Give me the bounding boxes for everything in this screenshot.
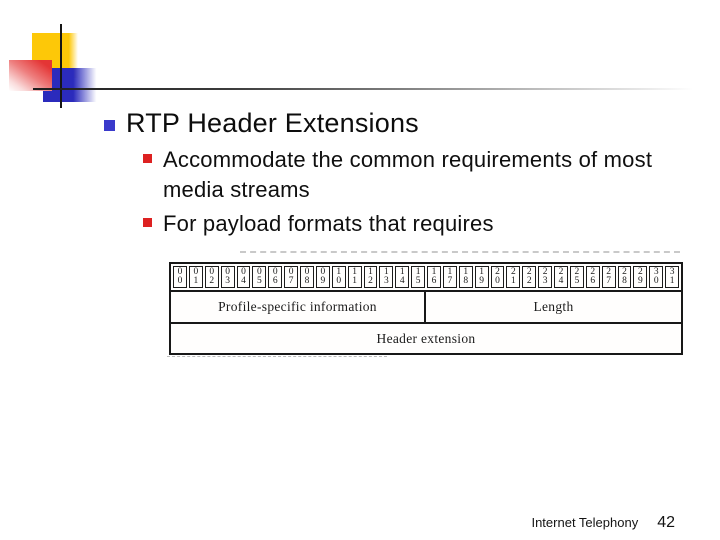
square-bullet-icon [143, 218, 152, 227]
square-bullet-icon [143, 154, 152, 163]
footer-page-number: 42 [657, 514, 675, 531]
header-rule-line [33, 88, 693, 90]
title-square-bullet-icon [104, 120, 115, 131]
scan-artifact-line-bottom [167, 356, 387, 357]
field-row: Profile-specific information Length [171, 292, 681, 324]
bullet-text: For payload formats that requires [163, 211, 494, 236]
scan-artifact-line-top [240, 251, 680, 253]
list-item: For payload formats that requires [143, 209, 652, 239]
field-length: Length [533, 299, 574, 314]
footer-label: Internet Telephony [531, 515, 639, 530]
footer: Internet Telephony 42 [531, 514, 675, 532]
logo-blue-square [43, 68, 98, 102]
title-row: RTP Header Extensions [104, 108, 419, 139]
logo-red-square [9, 60, 52, 91]
bullet-text: Accommodate the common requirements of m… [163, 147, 653, 202]
logo-vertical-line [60, 24, 62, 108]
page-title: RTP Header Extensions [126, 108, 419, 138]
field-profile-specific-information: Profile-specific information [171, 292, 426, 322]
list-item: Accommodate the common requirements of m… [143, 145, 652, 205]
bullet-list: Accommodate the common requirements of m… [143, 145, 652, 243]
field-header-extension: Header extension [376, 330, 476, 346]
